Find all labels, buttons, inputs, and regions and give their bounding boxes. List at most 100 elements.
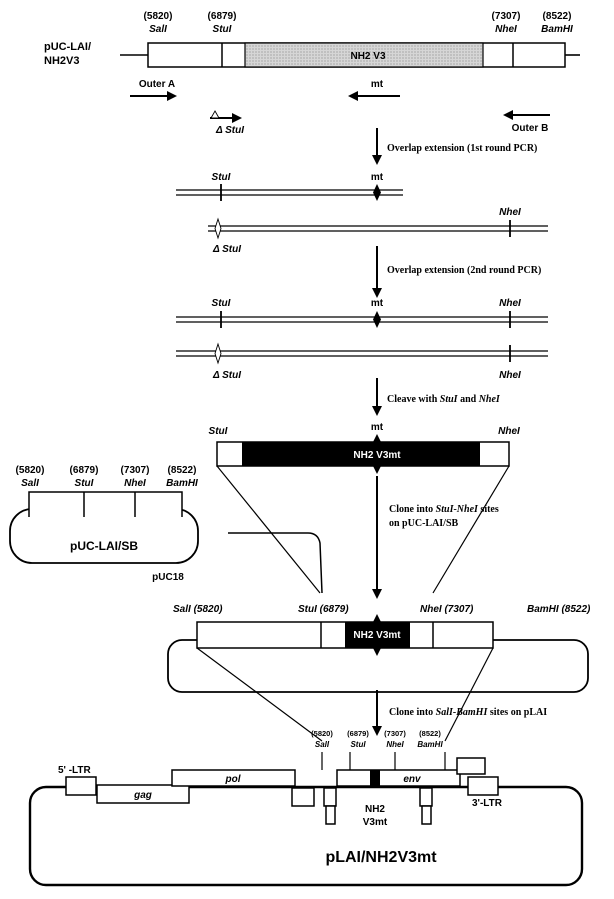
sb-pos-nhe: (7307)	[121, 465, 150, 476]
pcr2-delta-diamond	[214, 342, 222, 365]
construct-label-line1: pUC-LAI/	[44, 41, 91, 53]
final-v3mt-block	[370, 770, 380, 786]
final-ltr3-label: 3'-LTR	[472, 798, 503, 809]
final-plasmid-name: pLAI/NH2V3mt	[325, 849, 437, 866]
step1-label: Overlap extension (1st round PCR)	[387, 143, 537, 154]
final-small-box	[456, 757, 486, 775]
sb-site-stu: StuI	[75, 478, 94, 489]
site-nhe: NheI	[495, 24, 517, 35]
final-ltr5-box	[65, 776, 97, 796]
pcr1-mt-diamond	[373, 184, 381, 201]
primer-mt-label: mt	[371, 79, 384, 90]
final-rev-exon-box	[421, 805, 432, 825]
pos-bam: (8522)	[543, 11, 572, 22]
final-gag-box	[96, 784, 190, 804]
sb-site-nhe: NheI	[124, 478, 146, 489]
pos-stu: (6879)	[208, 11, 237, 22]
final-pos-bam: (8522)	[419, 729, 441, 738]
nh2v3-hatched-region	[244, 42, 484, 68]
pos-nhe: (7307)	[492, 11, 521, 22]
pcr-round2: StuI mt NheI Δ StuI NheI	[176, 298, 548, 381]
final-converge-left	[196, 647, 323, 742]
pcr1-stu-label: StuI	[212, 172, 231, 183]
rec-stu-label: StuI (6879)	[298, 604, 349, 615]
fragment-stu-label: StuI	[209, 426, 228, 437]
final-site-bam: BamHI	[417, 740, 443, 749]
final-vpr-box	[323, 787, 337, 807]
final-vif-box	[291, 787, 315, 807]
final-pos-sal: (5820)	[311, 729, 333, 738]
site-bam: BamHI	[541, 24, 573, 35]
construct-label-line2: NH2V3	[44, 55, 79, 67]
sb-pos-stu: (6879)	[70, 465, 99, 476]
rec-insert-black	[345, 622, 410, 648]
rec-nhe-label: NheI (7307)	[420, 604, 474, 615]
pcr2-delta-stu-label: Δ StuI	[212, 370, 241, 381]
final-ltr5-label: 5' -LTR	[58, 765, 92, 776]
rec-insert-label: NH2 V3mt	[353, 630, 401, 641]
final-ltr3-box	[467, 776, 499, 796]
final-pol-label: pol	[225, 774, 241, 785]
pcr2-nhe-label-bottom: NheI	[499, 370, 521, 381]
delta-stu-triangle	[210, 110, 220, 119]
final-nef-box	[419, 787, 433, 807]
pcr2-stu-label: StuI	[212, 298, 231, 309]
sb-linearized-line	[228, 532, 323, 594]
fragment-insert-black	[242, 442, 480, 466]
sb-site-sal: SalI	[21, 478, 39, 489]
top-construct: pUC-LAI/ NH2V3 NH2 V3 (5820) SalI (6879)…	[44, 11, 580, 136]
recombinant-plasmid: SalI (5820) StuI (6879) NheI (7307) BamH…	[167, 604, 591, 693]
final-plasmid: 5' -LTR gag pol env 3'-LTR (5820) SalI (…	[28, 729, 584, 887]
fragment-label: NH2 V3mt	[353, 450, 401, 461]
primer-outer-b-label: Outer B	[512, 123, 549, 134]
sb-gap	[24, 517, 188, 525]
final-env-box	[336, 769, 461, 787]
sb-site-bam: BamHI	[166, 478, 198, 489]
step5-label: Clone into SalI-BamHI sites on pLAI	[389, 707, 547, 718]
step2-label: Overlap extension (2nd round PCR)	[387, 265, 541, 276]
final-nh2-label: NH2	[365, 804, 385, 815]
final-v3mt-label: V3mt	[363, 817, 388, 828]
final-site-nhe: NheI	[386, 740, 404, 749]
pcr1-nhe-label: NheI	[499, 207, 521, 218]
sb-backbone-label: pUC18	[152, 572, 184, 583]
step4-label-line2: on pUC-LAI/SB	[389, 518, 459, 529]
pcr2-nhe-label-top: NheI	[499, 298, 521, 309]
pcr1-delta-diamond	[214, 217, 222, 240]
sb-insert-box	[28, 491, 183, 519]
fragment-nhe-label: NheI	[498, 426, 520, 437]
final-pos-stu: (6879)	[347, 729, 369, 738]
pcr1-delta-stu-label: Δ StuI	[212, 244, 241, 255]
vector-puc-lai-sb: (5820) SalI (6879) StuI (7307) NheI (852…	[9, 465, 323, 594]
final-tat-exon-box	[325, 805, 336, 825]
primer-outer-a-label: Outer A	[139, 79, 175, 90]
site-stu: StuI	[213, 24, 232, 35]
converge-line-left	[216, 465, 321, 594]
step3-label: Cleave with StuI and NheI	[387, 394, 501, 405]
final-env-label: env	[403, 774, 422, 785]
pcr2-mt-diamond	[373, 311, 381, 328]
final-pol-box	[171, 769, 296, 787]
sb-pos-bam: (8522)	[168, 465, 197, 476]
step4-label-line1: Clone into StuI-NheI sites	[389, 504, 499, 515]
final-pos-nhe: (7307)	[384, 729, 406, 738]
rec-sal-label: SalI (5820)	[173, 604, 223, 615]
sb-name: pUC-LAI/SB	[70, 539, 138, 553]
final-converge-right	[444, 647, 494, 742]
insert-label: NH2 V3	[350, 51, 385, 62]
pcr1-mt-label: mt	[371, 172, 384, 183]
cleaved-fragment: StuI mt NheI NH2 V3mt	[209, 422, 520, 474]
fragment-mt-label: mt	[371, 422, 384, 433]
pos-sal: (5820)	[144, 11, 173, 22]
converge-line-right	[432, 465, 510, 594]
pcr-round1: StuI mt NheI Δ StuI	[176, 172, 548, 255]
final-gag-label: gag	[133, 790, 152, 801]
final-site-stu: StuI	[350, 740, 366, 749]
pcr2-mt-label: mt	[371, 298, 384, 309]
rec-bam-label: BamHI (8522)	[527, 604, 591, 615]
sb-pos-sal: (5820)	[16, 465, 45, 476]
final-backbone-loop	[28, 785, 584, 887]
primer-delta-stu-label: Δ StuI	[215, 125, 244, 136]
final-site-sal: SalI	[315, 740, 330, 749]
